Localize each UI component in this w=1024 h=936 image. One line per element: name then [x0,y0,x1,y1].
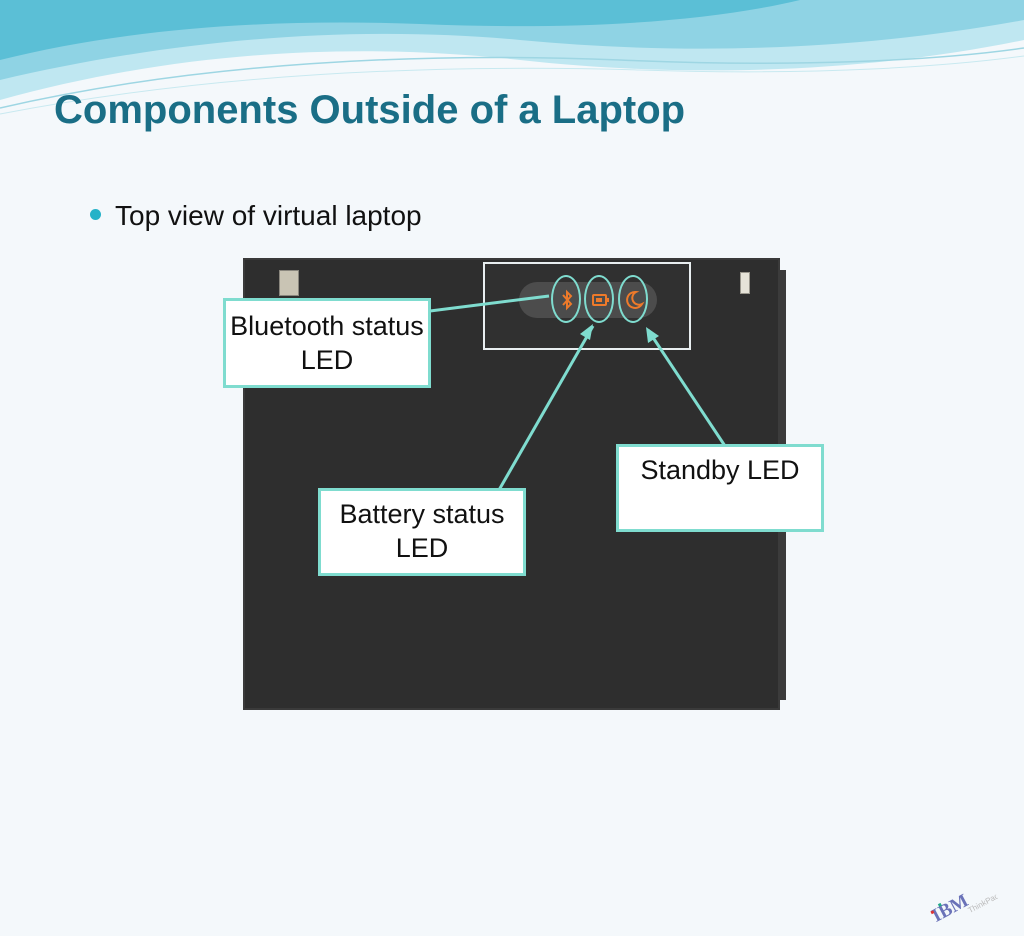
battery-led [584,275,614,323]
bluetooth-icon [562,289,573,311]
moon-icon [626,290,645,309]
battery-callout: Battery status LED [318,488,526,576]
standby-led [618,275,648,323]
battery-callout-text: Battery status LED [339,499,505,563]
right-latch [740,272,750,294]
led-panel-zoom [483,262,691,350]
standby-callout-text: Standby LED [640,455,800,485]
bullet-text: Top view of virtual laptop [115,200,422,231]
slide-title: Components Outside of a Laptop [54,88,686,132]
bullet-item: Top view of virtual laptop [90,200,422,232]
bluetooth-callout-text: Bluetooth status LED [230,311,424,375]
header-wave [0,0,1024,115]
bullet-dot-icon [90,209,101,221]
bluetooth-led [551,275,581,323]
ibm-thinkpad-logo: IBM ThinkPad [929,890,1001,926]
battery-icon [592,294,609,306]
bluetooth-callout: Bluetooth status LED [223,298,431,388]
logo-main-text: IBM [929,890,972,926]
logo-sub-text: ThinkPad [967,891,1001,915]
standby-callout: Standby LED [616,444,824,532]
left-latch [279,270,299,296]
